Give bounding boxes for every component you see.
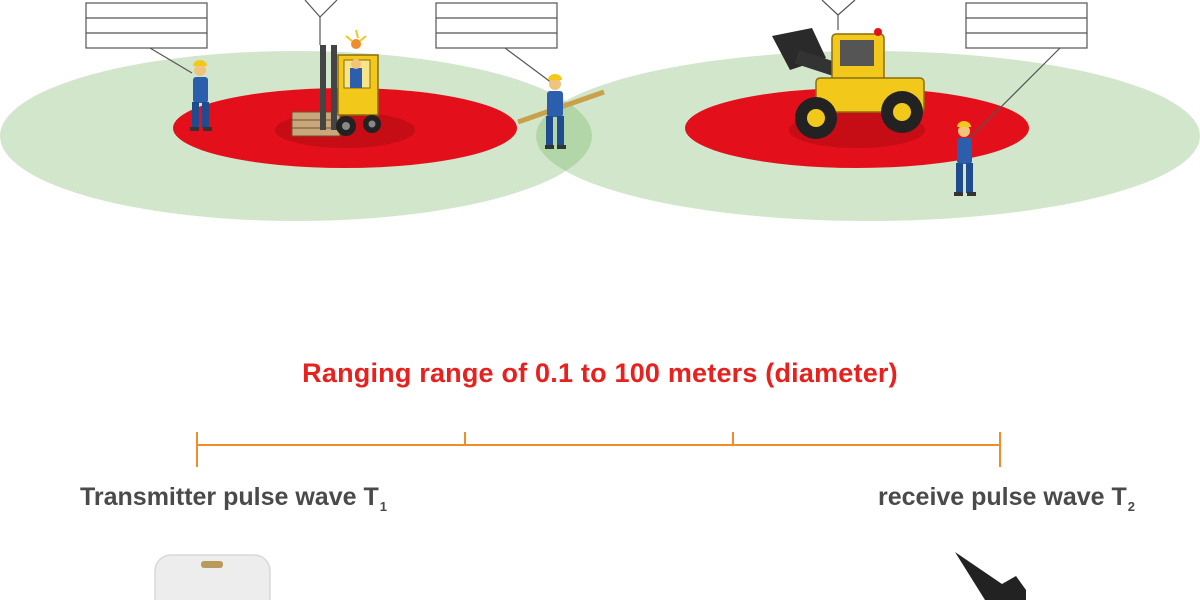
worker-icon-right xyxy=(954,121,976,196)
receiver-pulse-text: receive pulse wave T xyxy=(878,483,1127,511)
label-box-worker-left xyxy=(85,2,208,74)
forklift-icon xyxy=(291,29,381,137)
range-caption: Ranging range of 0.1 to 100 meters (diam… xyxy=(302,358,898,388)
pointer-loader xyxy=(821,0,856,30)
range-scale-bar xyxy=(196,432,1001,467)
receiver-vehicle-icon xyxy=(955,552,1026,600)
transmitter-pulse-text: Transmitter pulse wave T xyxy=(80,483,379,511)
label-boxes xyxy=(85,0,1088,141)
receiver-pulse-label: receive pulse wave T2 xyxy=(878,483,1135,514)
worker-icon-middle xyxy=(517,74,605,149)
uwb-tag-device-icon xyxy=(154,554,271,600)
pointer-forklift xyxy=(304,0,338,45)
receiver-pulse-subscript: 2 xyxy=(1127,499,1135,514)
label-box-worker-middle xyxy=(435,2,558,84)
worker-icon-left xyxy=(190,60,212,131)
wheel-loader-icon xyxy=(772,28,925,139)
transmitter-pulse-label: Transmitter pulse wave T1 xyxy=(80,483,387,514)
label-box-worker-right xyxy=(965,2,1088,141)
transmitter-pulse-subscript: 1 xyxy=(379,499,387,514)
